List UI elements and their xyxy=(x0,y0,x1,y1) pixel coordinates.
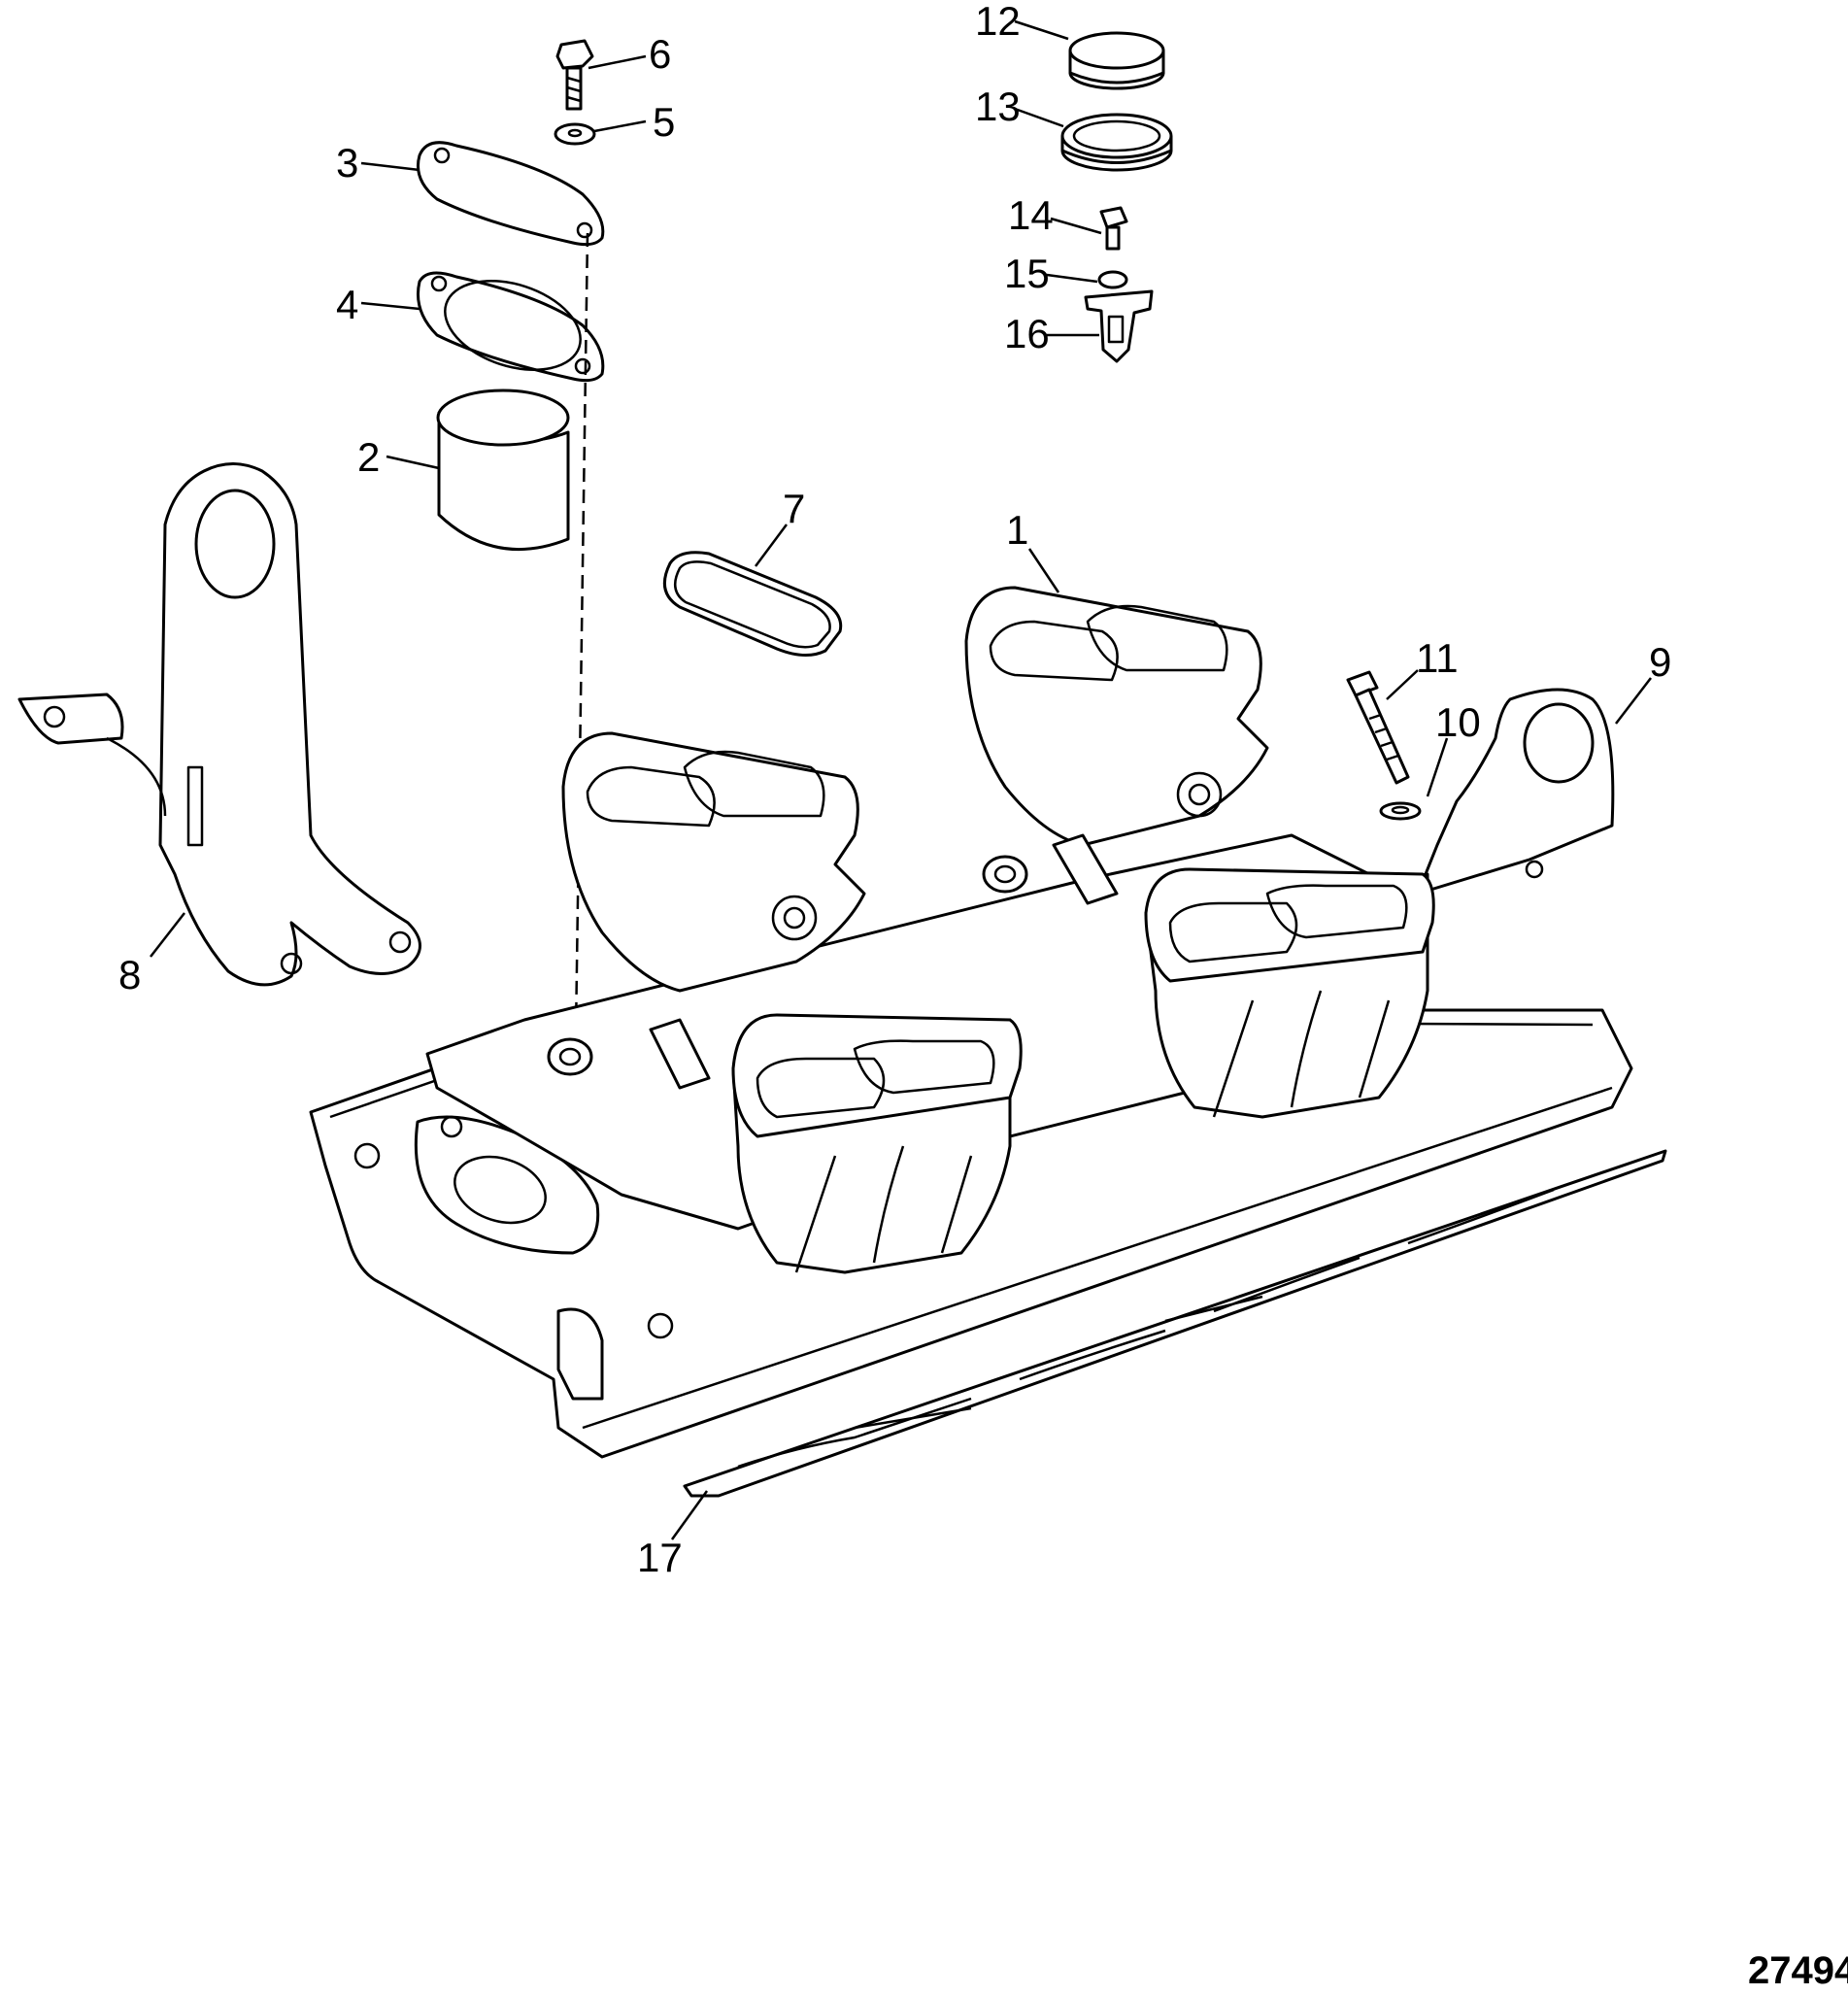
leader-6 xyxy=(588,54,647,70)
washer-part-15 xyxy=(1097,270,1128,289)
callout-11: 11 xyxy=(1416,635,1459,681)
callout-12: 12 xyxy=(975,0,1021,44)
callout-16: 16 xyxy=(1004,311,1050,356)
callout-15: 15 xyxy=(1004,251,1050,296)
washer-part-5 xyxy=(554,122,596,146)
intake-gasket-part-17 xyxy=(683,1149,1667,1498)
bolt-part-14 xyxy=(1099,206,1128,251)
callout-6: 6 xyxy=(649,31,671,77)
leader-15 xyxy=(1046,273,1098,284)
callout-8: 8 xyxy=(118,952,141,998)
figure-number: 27494 xyxy=(1748,1949,1848,1992)
bolt-part-6 xyxy=(555,39,594,111)
leader-9 xyxy=(1615,677,1652,725)
bolt-part-11 xyxy=(1346,670,1410,785)
clip-part-16 xyxy=(1084,289,1154,363)
gasket-part-4 xyxy=(417,271,605,383)
leader-10 xyxy=(1426,737,1449,797)
leader-11 xyxy=(1386,669,1419,700)
cover-plate-part-3 xyxy=(417,141,605,247)
intake-manifold-part-1 xyxy=(309,586,1633,1459)
plug-part-12 xyxy=(1068,31,1165,90)
callout-13: 13 xyxy=(975,84,1021,129)
leader-5 xyxy=(593,119,647,133)
leader-2 xyxy=(386,455,440,470)
washer-part-10 xyxy=(1379,801,1422,821)
leader-17 xyxy=(670,1490,709,1540)
callout-14: 14 xyxy=(1008,192,1054,238)
seal-part-13 xyxy=(1060,113,1173,172)
oring-gasket-part-7 xyxy=(662,551,843,657)
leader-8 xyxy=(150,912,185,958)
callout-7: 7 xyxy=(783,486,805,531)
leader-12 xyxy=(1014,19,1069,41)
callout-4: 4 xyxy=(336,282,358,327)
callout-2: 2 xyxy=(357,434,380,480)
leader-14 xyxy=(1050,217,1102,235)
leader-7 xyxy=(754,524,789,567)
bracket-part-8 xyxy=(17,462,421,987)
callout-1: 1 xyxy=(1006,507,1028,553)
leader-lines xyxy=(150,19,1652,1540)
sleeve-part-2 xyxy=(436,389,570,552)
leader-13 xyxy=(1014,107,1064,128)
callout-17: 17 xyxy=(637,1535,683,1580)
callout-labels: 1 2 3 4 5 6 7 8 9 10 11 12 13 14 15 16 1… xyxy=(118,0,1671,1580)
callout-5: 5 xyxy=(653,99,675,145)
callout-3: 3 xyxy=(336,140,358,186)
callout-9: 9 xyxy=(1649,639,1671,685)
bracket-part-9 xyxy=(1416,688,1615,896)
leader-3 xyxy=(360,161,420,172)
leader-4 xyxy=(360,301,420,311)
leader-1 xyxy=(1027,548,1060,593)
callout-10: 10 xyxy=(1435,699,1481,745)
